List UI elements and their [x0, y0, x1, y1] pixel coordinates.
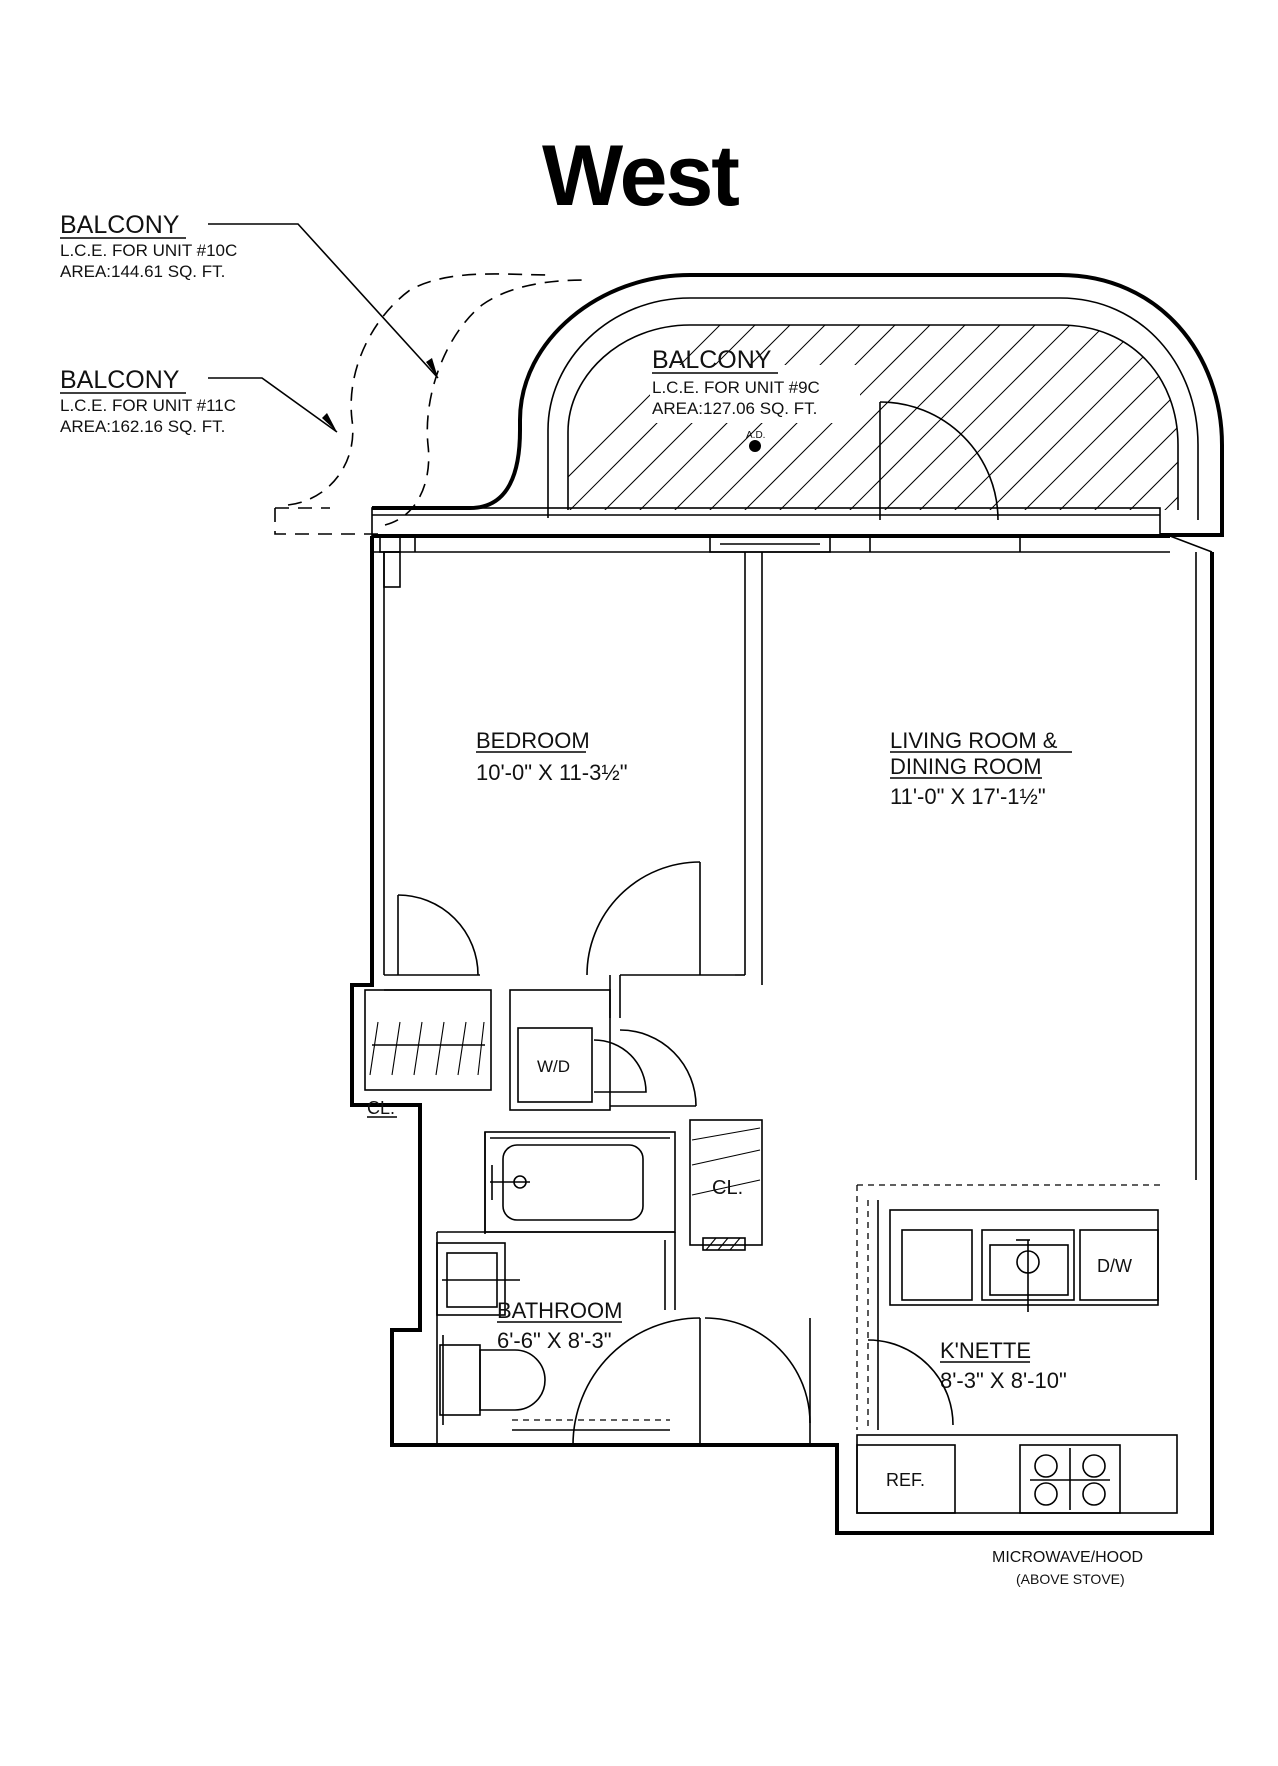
balcony-10c-name: BALCONY	[60, 211, 180, 239]
burner-3-icon	[1034, 1482, 1058, 1506]
top-wall-band	[371, 507, 1170, 553]
neighbor-balcony-outer-curve	[287, 273, 551, 506]
hanger-4	[435, 1021, 445, 1076]
linen-hatch-2	[717, 1237, 729, 1251]
balcony-11c-unit: L.C.E. FOR UNIT #11C	[60, 396, 236, 415]
unit-outer-wall	[350, 536, 1214, 1535]
kitchenette-dimensions: 8'-3" X 8'-10"	[940, 1368, 1067, 1393]
toilet-tank	[439, 1344, 481, 1416]
balcony-10c-callout: BALCONY L.C.E. FOR UNIT #10C AREA:144.61…	[60, 211, 439, 379]
unit-walls	[350, 535, 1214, 1535]
bathroom: BATHROOM 6'-6" X 8'-3"	[436, 1131, 811, 1446]
base-cabinet	[901, 1229, 973, 1301]
area-drain-icon	[749, 440, 761, 452]
closet-door-swing	[397, 894, 479, 976]
bedroom-living-partition	[735, 552, 763, 985]
neighbor-balcony-inner-curve	[384, 279, 586, 526]
balcony-10c-leader	[208, 223, 439, 379]
window-mid	[709, 535, 831, 553]
bedroom-dimensions: 10'-0" X 11-3½"	[476, 760, 628, 785]
bathroom-dimensions: 6'-6" X 8'-3"	[497, 1328, 612, 1353]
drain-label: A.D.	[746, 430, 765, 441]
kitchenette: D/W K'NETTE 8'-3" X 8'-10" REF.	[856, 1184, 1178, 1514]
balcony-9c: BALCONY L.C.E. FOR UNIT #9C AREA:127.06 …	[372, 273, 1224, 537]
balcony-10c-area: AREA:144.61 SQ. FT.	[60, 262, 225, 281]
bedroom-doors	[384, 861, 735, 1018]
balcony-9c-unit: L.C.E. FOR UNIT #9C	[652, 378, 820, 397]
washer-dryer-box	[517, 1027, 593, 1103]
hanger-6	[477, 1021, 485, 1076]
linen-closet: CL.	[689, 1119, 763, 1251]
hanger-2	[391, 1021, 401, 1076]
burner-4-icon	[1082, 1482, 1106, 1506]
neighbor-balconies-outline	[274, 273, 586, 535]
kitchenette-name: K'NETTE	[940, 1338, 1031, 1363]
toilet-bowl	[479, 1349, 546, 1411]
bedroom-door-swing	[586, 861, 701, 976]
wd-door-swing-outer	[619, 1029, 697, 1107]
microwave-note-line1: MICROWAVE/HOOD	[992, 1549, 1143, 1566]
column-top-left	[379, 535, 401, 553]
bathroom-name: BATHROOM	[497, 1298, 622, 1323]
bedroom-closet: CL.	[364, 989, 492, 1118]
vanity-box	[436, 1242, 506, 1316]
balcony-11c-name: BALCONY	[60, 366, 180, 394]
linen-hatch-1	[705, 1237, 717, 1251]
left-column	[383, 551, 401, 588]
linen-shelf-3	[691, 1179, 761, 1196]
balcony-9c-inner-rail	[567, 324, 1179, 510]
burner-2-icon	[1082, 1454, 1106, 1478]
kitchen-sink	[989, 1244, 1069, 1296]
microwave-note-line2: (ABOVE STOVE)	[1016, 1571, 1125, 1587]
refrigerator-box	[856, 1444, 956, 1514]
bedroom-name: BEDROOM	[476, 728, 590, 753]
balcony-11c-area: AREA:162.16 SQ. FT.	[60, 417, 225, 436]
balcony-11c-callout: BALCONY L.C.E. FOR UNIT #11C AREA:162.16…	[60, 366, 338, 436]
living-dimensions: 11'-0" X 17'-1½"	[890, 784, 1046, 809]
hall-door-swing	[704, 1317, 811, 1424]
hanger-5	[457, 1021, 467, 1076]
balcony-9c-area: AREA:127.06 SQ. FT.	[652, 399, 817, 418]
neighbor-balcony-base	[274, 508, 380, 535]
living-name-line1: LIVING ROOM &	[890, 728, 1058, 753]
balcony-9c-name: BALCONY	[652, 346, 772, 374]
balcony-10c-unit: L.C.E. FOR UNIT #10C	[60, 241, 237, 260]
closet-label: CL.	[367, 1098, 395, 1118]
balcony-9c-middle-rail	[547, 297, 1199, 520]
linen-shelf-1	[691, 1127, 761, 1141]
washer-dryer-label: W/D	[537, 1057, 570, 1076]
wd-closet-wall	[509, 989, 611, 1111]
balcony-9c-hatching	[568, 325, 1178, 510]
balcony-11c-arrowhead	[322, 413, 337, 432]
wd-door-swing	[593, 1039, 647, 1093]
top-slab-edge	[371, 507, 1161, 537]
bath-door-swing	[572, 1317, 701, 1446]
closet-box	[364, 989, 492, 1091]
plan-title: West	[542, 128, 739, 224]
linen-closet-label: CL.	[712, 1177, 743, 1199]
washer-dryer-closet: W/D	[509, 989, 697, 1111]
dishwasher-label: D/W	[1097, 1256, 1132, 1276]
balcony-door-swing	[879, 401, 999, 521]
linen-closet-box	[689, 1119, 763, 1246]
kitchen-door-swing	[867, 1339, 954, 1426]
balcony-11c-leader	[208, 377, 338, 433]
living-name-line2: DINING ROOM	[890, 754, 1042, 779]
linen-hatch-3	[729, 1237, 741, 1251]
refrigerator-label: REF.	[886, 1470, 925, 1490]
balcony-10c-arrowhead	[426, 358, 438, 378]
balcony-9c-label-bg	[650, 365, 860, 423]
hanger-3	[413, 1021, 423, 1076]
linen-hatch-block	[702, 1237, 746, 1251]
balcony-9c-outer-wall	[372, 273, 1224, 537]
corner-return	[1169, 535, 1213, 553]
burner-1-icon	[1034, 1454, 1058, 1478]
stove-box	[1019, 1444, 1121, 1514]
linen-shelf-2	[691, 1149, 761, 1166]
dishwasher-box	[1079, 1229, 1159, 1301]
hanger-1	[369, 1021, 379, 1076]
